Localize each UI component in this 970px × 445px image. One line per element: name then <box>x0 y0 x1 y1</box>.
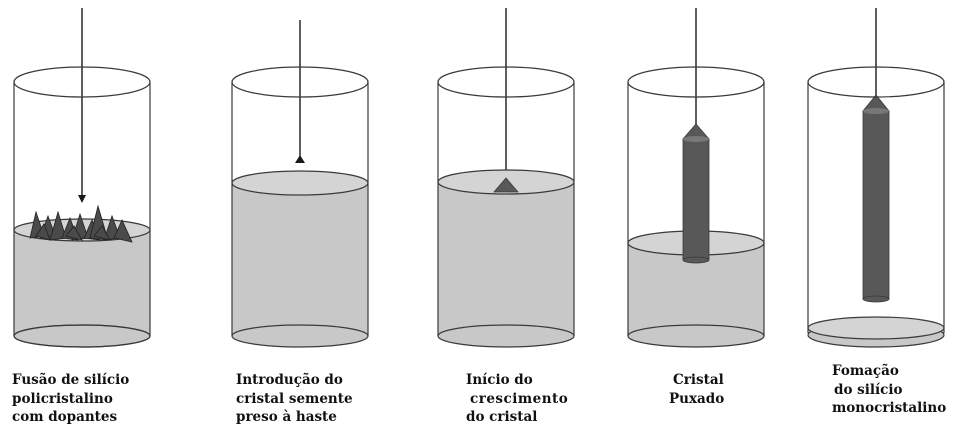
caption-line: Cristal <box>673 372 724 388</box>
growing-crystal <box>493 177 519 193</box>
crucible-rim <box>13 66 151 98</box>
caption-line: policristalino <box>12 390 113 407</box>
caption-stage-5: Fomação do silício monocristalino <box>832 362 946 418</box>
caption-line: monocristalino <box>832 400 947 416</box>
crucible-rim <box>807 66 945 98</box>
crystal-base <box>862 295 890 303</box>
crucible-rim <box>437 66 575 98</box>
caption-line: do silício <box>834 381 903 398</box>
rod-arrowhead <box>78 195 86 203</box>
stage-3-growth-start <box>437 8 575 348</box>
crystal-ingot <box>862 110 890 300</box>
caption-line: crescimento <box>470 390 569 407</box>
stage-2-seed-introduction <box>231 20 369 348</box>
caption-line: do cristal <box>466 409 538 425</box>
stage-1-melting <box>13 8 151 348</box>
caption-line: Fusão de silício <box>12 372 130 388</box>
melt-surface <box>231 170 369 196</box>
melt-body <box>14 230 150 336</box>
caption-line: Puxado <box>669 390 725 407</box>
caption-line: Introdução do <box>236 372 343 388</box>
melt-bottom <box>437 324 575 348</box>
crucible-rim <box>231 66 369 98</box>
polysilicon-chunks <box>29 204 133 243</box>
melt-body <box>232 183 368 336</box>
caption-stage-3: Início do crescimento do cristal <box>466 371 568 427</box>
residual-melt-surface <box>807 316 945 340</box>
crystal-ingot <box>682 138 710 261</box>
crystal-base <box>682 256 710 264</box>
caption-line: Início do <box>466 372 533 388</box>
melt-bottom <box>231 324 369 348</box>
caption-line: preso à haste <box>236 409 337 425</box>
crystal-shoulder <box>863 108 889 114</box>
caption-stage-1: Fusão de silício policristalino com dopa… <box>12 371 129 427</box>
caption-line: cristal semente <box>236 390 353 407</box>
melt-body <box>438 182 574 336</box>
crucible-rim <box>627 66 765 98</box>
caption-stage-4: Cristal Puxado <box>669 371 724 408</box>
seed-crystal <box>295 155 305 163</box>
stage-5-monocrystal-formed <box>807 8 945 348</box>
caption-line: Fomação <box>832 363 899 379</box>
caption-line: com dopantes <box>12 409 118 425</box>
caption-stage-2: Introdução do cristal semente preso à ha… <box>236 371 353 427</box>
stage-4-crystal-pulled <box>627 8 765 348</box>
crystal-shoulder <box>683 136 709 142</box>
melt-bottom <box>627 324 765 348</box>
